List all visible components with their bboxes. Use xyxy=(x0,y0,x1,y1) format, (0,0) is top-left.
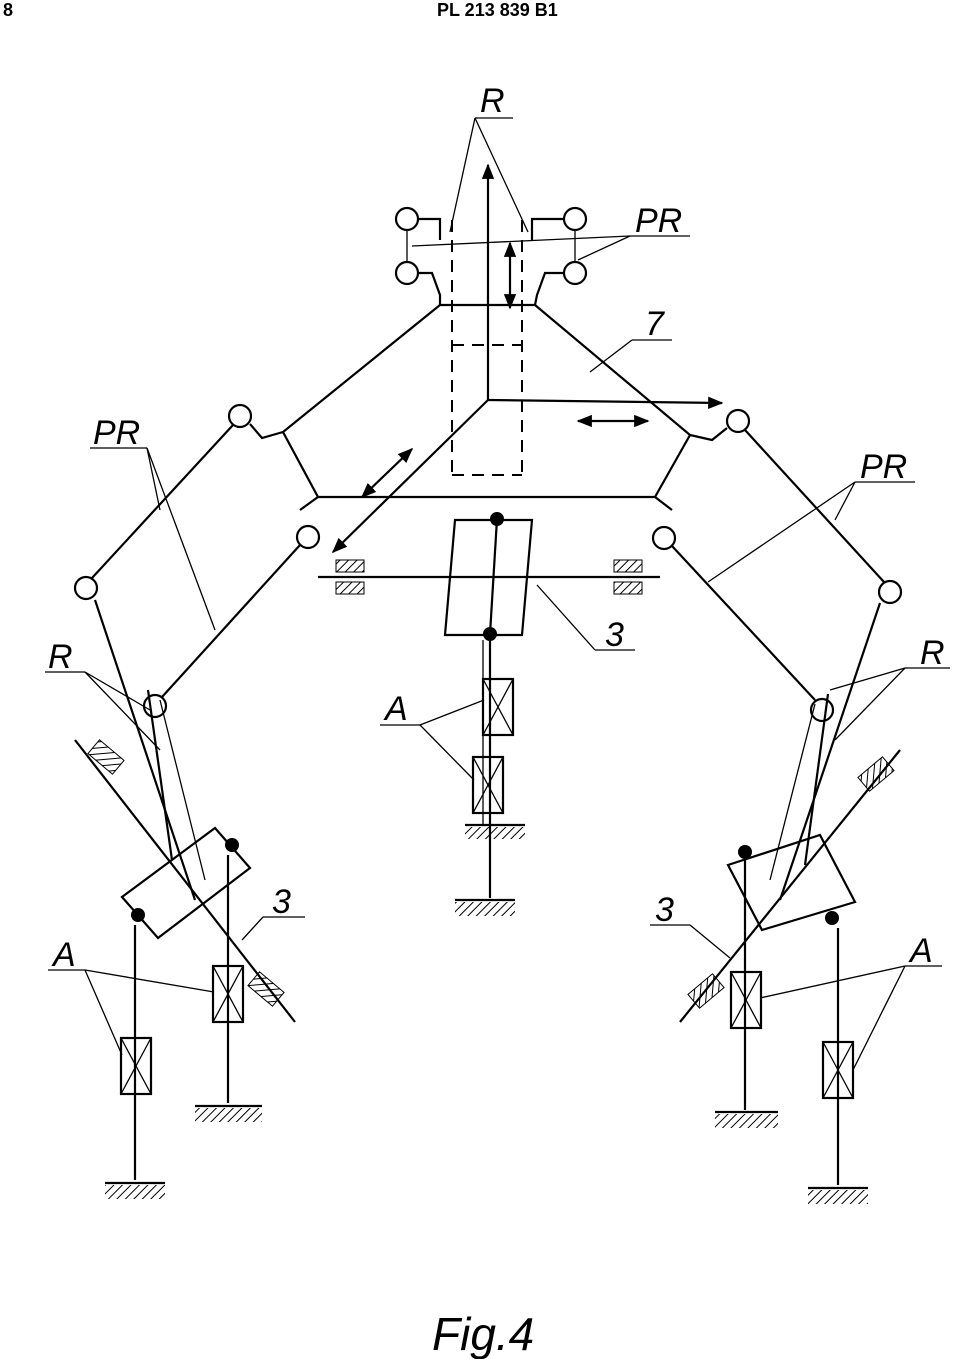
right-leg xyxy=(651,408,903,1204)
label-right-pr: PR xyxy=(860,448,907,486)
top-joints xyxy=(394,206,588,306)
label-left-3: 3 xyxy=(272,883,291,921)
leader-lines xyxy=(45,117,950,1071)
figure-caption: Fig.4 xyxy=(432,1308,534,1359)
label-platform-7: 7 xyxy=(645,305,665,343)
publication-number: PL 213 839 B1 xyxy=(437,0,558,20)
label-left-pr: PR xyxy=(93,414,140,452)
label-center-3: 3 xyxy=(605,616,624,654)
label-right-r: R xyxy=(920,634,945,672)
label-center-a: A xyxy=(383,690,408,728)
label-left-r: R xyxy=(48,638,73,676)
page-number: 8 xyxy=(3,0,14,20)
label-right-a: A xyxy=(908,932,933,970)
label-top-r: R xyxy=(480,82,505,120)
label-left-a: A xyxy=(51,936,76,974)
label-right-3: 3 xyxy=(655,891,674,929)
label-top-pr: PR xyxy=(635,202,682,240)
left-leg xyxy=(73,403,321,1199)
center-leg xyxy=(318,512,660,916)
